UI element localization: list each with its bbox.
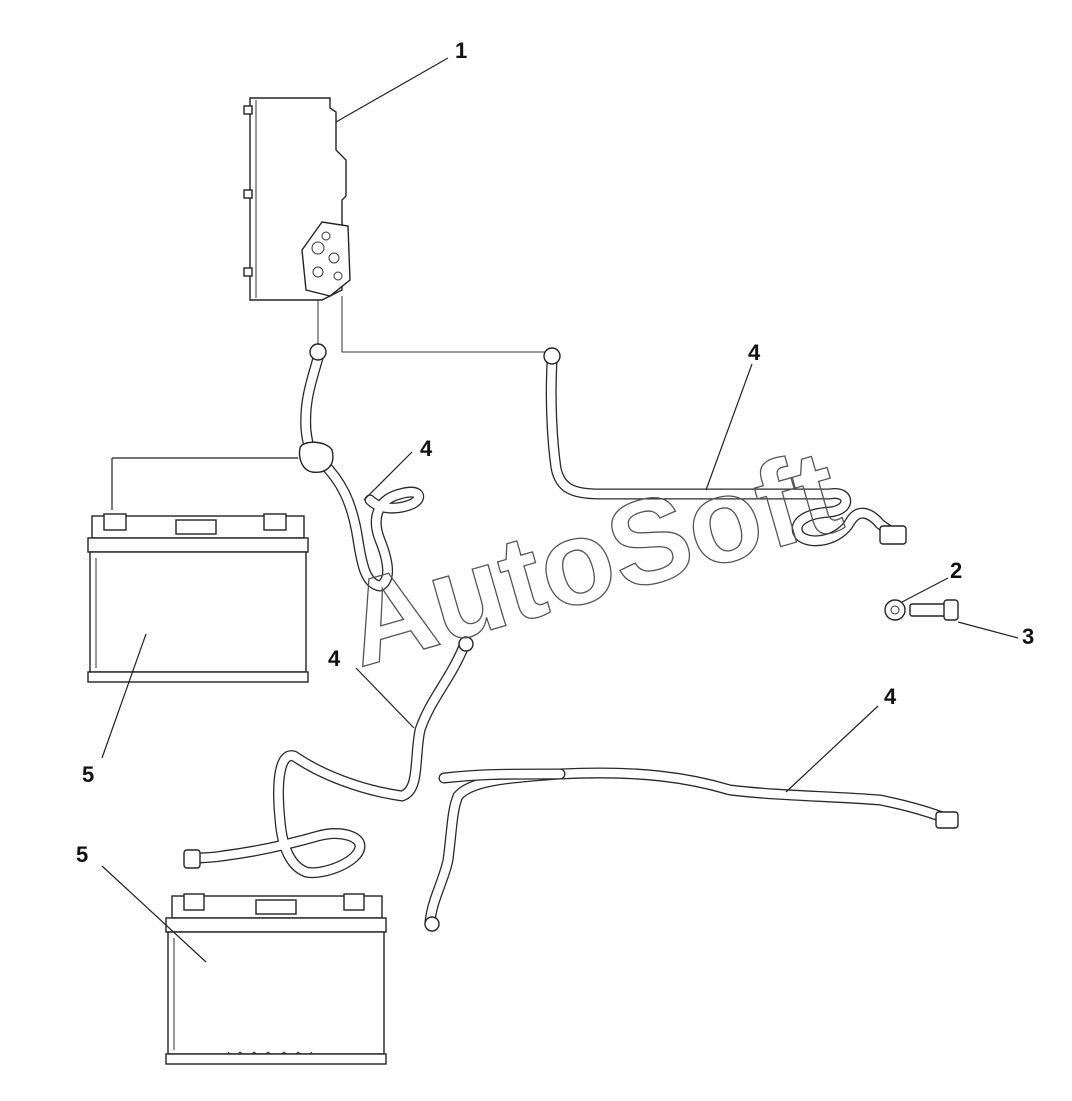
- callout-2: 2: [950, 558, 962, 583]
- leader-3: [957, 621, 1019, 639]
- link-line-right: [341, 296, 552, 353]
- callout-3: 3: [1022, 624, 1034, 649]
- nut: [884, 599, 906, 621]
- terminal-block: [301, 221, 351, 297]
- battery-upper: [87, 513, 309, 683]
- callout-4d: 4: [884, 684, 897, 709]
- leader-4d: [785, 705, 879, 793]
- callout-4b: 4: [748, 340, 761, 365]
- fuse-box: [243, 97, 351, 301]
- leader-5b: [101, 865, 207, 963]
- callout-4a: 4: [420, 436, 433, 461]
- leader-4a: [363, 451, 413, 501]
- watermark-text: AutoSoft: [330, 424, 854, 692]
- leader-4c: [355, 667, 415, 729]
- leader-2: [901, 577, 949, 603]
- callout-5b: 5: [76, 842, 88, 867]
- callout-5a: 5: [82, 762, 94, 787]
- cable-harness-lower-right: [424, 767, 959, 932]
- cable-harness-upper-right: [543, 347, 907, 547]
- leader-1: [335, 57, 449, 123]
- leader-5a: [101, 633, 147, 759]
- cable-harness-lower-left: [183, 636, 474, 879]
- bolt: [909, 599, 959, 621]
- cable-harness-upper-left: [298, 343, 425, 592]
- callout-1: 1: [455, 38, 467, 63]
- battery-lower: [165, 893, 387, 1065]
- callout-4c: 4: [328, 646, 341, 671]
- leader-4b: [705, 363, 753, 491]
